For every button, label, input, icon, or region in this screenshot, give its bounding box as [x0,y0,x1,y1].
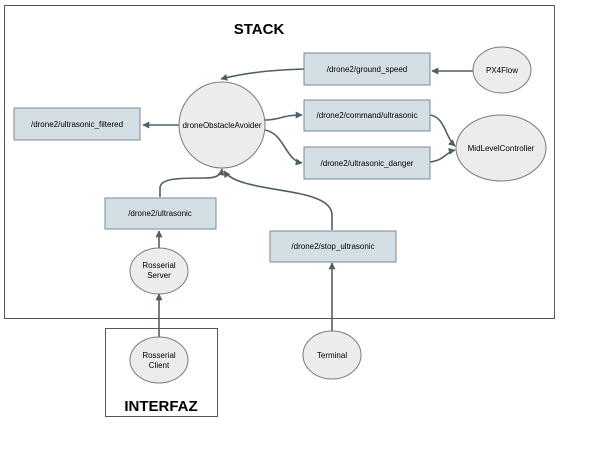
topic-ultrasonic-filtered: /drone2/ultrasonic_filtered [13,107,141,141]
interface-title: INTERFAZ [124,398,197,415]
edges [142,67,473,340]
edge-ultrasonic-to-avoider [159,168,225,197]
edge-ground-speed-to-avoider [220,68,305,81]
edge-command-ultrasonic-to-midlevel [429,114,456,147]
topic-ultrasonic-danger-label: /drone2/ultrasonic_danger [321,159,414,168]
edge-ultrasonic-danger-to-midlevel [429,147,456,163]
node-terminal-label: Terminal [317,351,347,360]
node-rosserial-server-label-line2: Server [147,271,171,280]
node-drone-obstacle-avoider: droneObstacleAvoider [178,81,266,169]
interface-frame [105,328,218,417]
edge-avoider-to-command-ultrasonic [264,111,303,121]
node-px4flow: PX4Flow [472,46,532,94]
topic-stop-ultrasonic-label: /drone2/stop_ultrasonic [291,242,374,251]
edge-avoider-to-ultrasonic-danger [264,129,303,166]
node-rosserial-client: Rosserial Client [129,336,189,384]
stack-title: STACK [234,21,285,38]
topic-command-ultrasonic: /drone2/command/ultrasonic [303,99,431,132]
topic-ultrasonic: /drone2/ultrasonic [104,197,217,230]
node-mid-level-controller: MidLevelController [455,114,547,182]
topic-ultrasonic-label: /drone2/ultrasonic [128,209,192,218]
node-rosserial-server-label-line1: Rosserial [142,261,176,270]
edge-stop-ultrasonic-to-avoider [223,170,333,230]
topic-ground-speed-label: /drone2/ground_speed [327,65,408,74]
node-mid-level-controller-label: MidLevelController [468,144,535,153]
topic-command-ultrasonic-label: /drone2/command/ultrasonic [317,111,418,120]
node-rosserial-client-label-line1: Rosserial [142,351,176,360]
node-terminal: Terminal [302,330,362,380]
node-px4flow-label: PX4Flow [486,66,518,75]
node-drone-obstacle-avoider-label: droneObstacleAvoider [182,121,261,130]
node-rosserial-server: Rosserial Server [129,247,189,295]
topic-ultrasonic-filtered-label: /drone2/ultrasonic_filtered [31,120,123,129]
node-rosserial-client-label-line2: Client [149,361,170,370]
stack-frame [4,5,555,319]
topic-ultrasonic-danger: /drone2/ultrasonic_danger [303,146,431,180]
topic-ground-speed: /drone2/ground_speed [303,52,431,86]
topic-stop-ultrasonic: /drone2/stop_ultrasonic [269,230,397,263]
